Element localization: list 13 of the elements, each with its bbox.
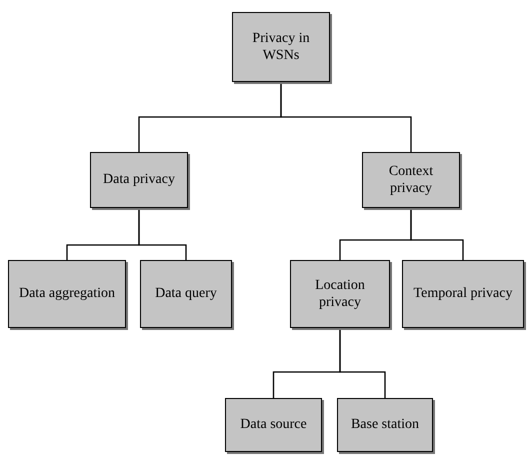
category-box: Temporal privacy	[402, 260, 524, 328]
connector-line	[410, 208, 464, 260]
category-box: Context privacy	[362, 152, 460, 208]
category-box: Location privacy	[290, 260, 390, 328]
category-box: Data source	[225, 398, 322, 452]
category-box: Base station	[337, 398, 433, 452]
category-box: Data query	[140, 260, 232, 328]
connector-line	[280, 82, 412, 152]
connector-line	[138, 208, 187, 260]
connector-line	[339, 328, 386, 398]
category-box: Data aggregation	[8, 260, 126, 328]
category-box: Data privacy	[90, 152, 188, 208]
category-box: Privacy in WSNs	[232, 12, 330, 82]
